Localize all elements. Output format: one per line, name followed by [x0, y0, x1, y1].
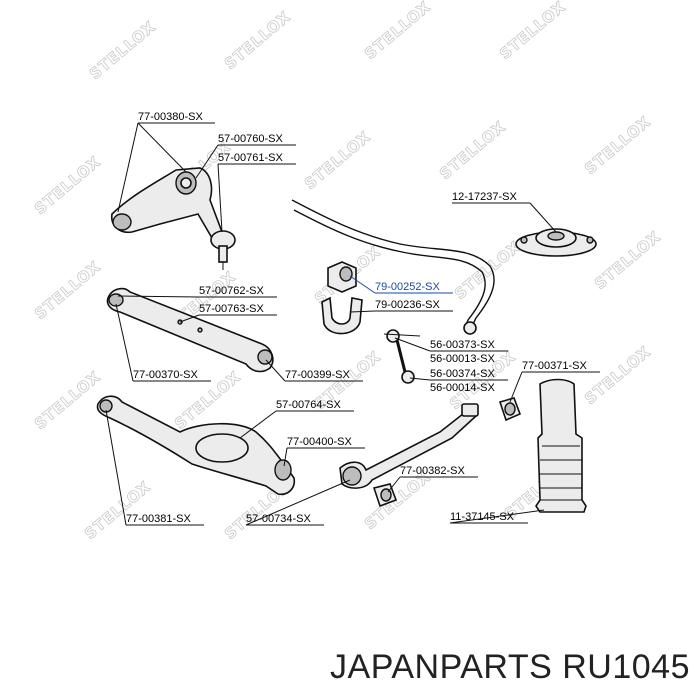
- footer-part-number: JAPANPARTS RU1045: [330, 648, 690, 686]
- label-79-00236-sx[interactable]: 79-00236-SX: [375, 299, 440, 311]
- label-57-00760-sx[interactable]: 57-00760-SX: [218, 133, 283, 145]
- watermark-text: STELLOX: [436, 117, 509, 183]
- watermark-text: STELLOX: [581, 112, 654, 178]
- label-57-00763-sx[interactable]: 57-00763-SX: [199, 303, 264, 315]
- lower-arm: [106, 287, 274, 373]
- lateral-link: [339, 403, 479, 489]
- label-56-00014-sx[interactable]: 56-00014-SX: [430, 382, 495, 394]
- label-77-00400-sx[interactable]: 77-00400-SX: [287, 436, 352, 448]
- bushing-77-00371: [498, 397, 522, 422]
- label-11-37145-sx[interactable]: 11-37145-SX: [450, 511, 515, 523]
- bushing-bracket: [321, 296, 363, 335]
- watermark-text: STELLOX: [361, 0, 434, 63]
- watermark-text: STELLOX: [451, 237, 524, 303]
- leader-lines: [105, 122, 557, 526]
- watermark-text: STELLOX: [221, 7, 294, 73]
- label-12-17237-sx[interactable]: 12-17237-SX: [452, 191, 517, 203]
- bump-stop-boot: [535, 378, 587, 513]
- label-56-00374-sx[interactable]: 56-00374-SX: [430, 368, 495, 380]
- part-labels: 77-00380-SX 57-00760-SX 57-00761-SX 12-1…: [126, 111, 600, 526]
- label-77-00371-sx[interactable]: 77-00371-SX: [522, 360, 587, 372]
- watermark-text: STELLOX: [31, 152, 104, 218]
- watermark-text: STELLOX: [591, 227, 664, 293]
- strut-mount: [515, 228, 597, 257]
- parts-layer: [96, 167, 597, 513]
- watermark-text: STELLOX: [31, 367, 104, 433]
- label-77-00370-sx[interactable]: 77-00370-SX: [133, 369, 198, 381]
- trailing-arm: [96, 395, 296, 496]
- label-57-00734-sx[interactable]: 57-00734-SX: [246, 513, 311, 525]
- upper-control-arm: [110, 167, 236, 270]
- watermark-text: STELLOX: [301, 127, 374, 193]
- label-57-00762-sx[interactable]: 57-00762-SX: [199, 285, 264, 297]
- watermark-text: STELLOX: [31, 257, 104, 323]
- label-56-00373-sx[interactable]: 56-00373-SX: [430, 339, 495, 351]
- watermark-text: STELLOX: [86, 17, 159, 83]
- watermark-text: STELLOX: [81, 477, 154, 543]
- label-57-00764-sx[interactable]: 57-00764-SX: [276, 399, 341, 411]
- label-56-00013-sx[interactable]: 56-00013-SX: [430, 353, 495, 365]
- label-77-00380-sx[interactable]: 77-00380-SX: [138, 111, 203, 123]
- stabilizer-bar: [291, 199, 495, 335]
- label-77-00382-sx[interactable]: 77-00382-SX: [400, 465, 465, 477]
- watermark-text: STELLOX: [496, 0, 569, 63]
- label-77-00399-sx[interactable]: 77-00399-SX: [285, 369, 350, 381]
- label-57-00761-sx[interactable]: 57-00761-SX: [218, 152, 283, 164]
- stabilizer-link: [383, 329, 421, 384]
- watermark-text: STELLOX: [581, 342, 654, 408]
- label-77-00381-sx[interactable]: 77-00381-SX: [126, 513, 191, 525]
- stabilizer-bushing: [327, 261, 357, 293]
- label-79-00252-sx[interactable]: 79-00252-SX: [375, 281, 440, 293]
